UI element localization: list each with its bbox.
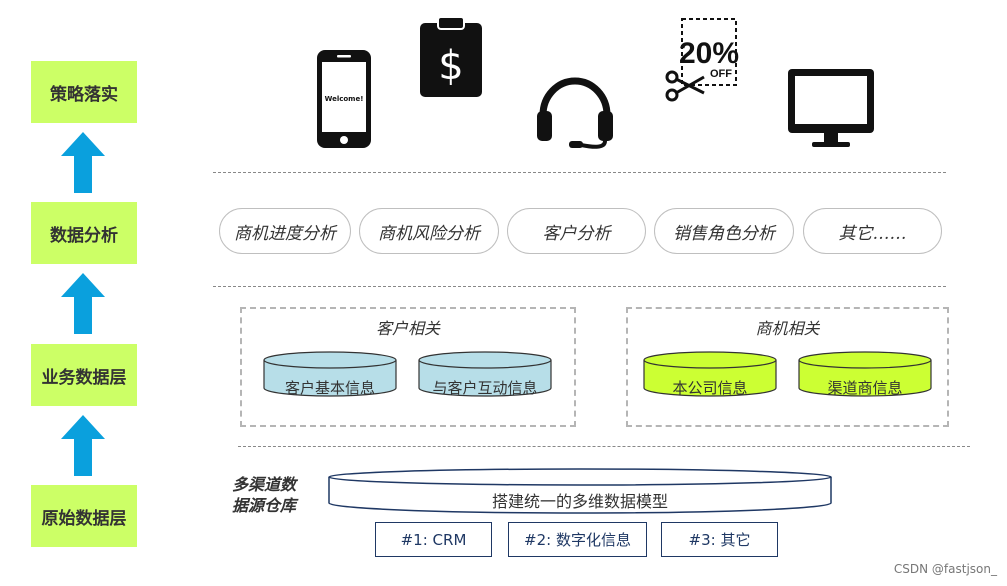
up-arrow-icon bbox=[61, 132, 105, 193]
divider bbox=[238, 446, 970, 447]
analysis-other: 其它…… bbox=[803, 208, 942, 254]
customer-basic-info-cylinder: 客户基本信息 bbox=[263, 351, 397, 397]
analysis-customer: 客户分析 bbox=[507, 208, 646, 254]
layer-strategy: 策略落实 bbox=[31, 61, 137, 123]
analysis-opportunity-progress: 商机进度分析 bbox=[219, 208, 351, 254]
cylinder-label: 渠道商信息 bbox=[827, 379, 903, 397]
source-crm: #1: CRM bbox=[375, 522, 492, 557]
layer-analysis: 数据分析 bbox=[31, 202, 137, 264]
analysis-sales-role: 销售角色分析 bbox=[654, 208, 794, 254]
headset-icon bbox=[537, 77, 613, 149]
divider bbox=[213, 286, 946, 287]
clipboard-dollar-icon: $ bbox=[420, 16, 482, 97]
svg-text:$: $ bbox=[438, 43, 463, 89]
phone-screen-text: Welcome! bbox=[325, 95, 364, 103]
watermark: CSDN @fastjson_ bbox=[893, 562, 997, 576]
smartphone-icon: Welcome! bbox=[317, 50, 371, 148]
opportunity-data-group: 商机相关 本公司信息 渠道商信息 bbox=[626, 307, 949, 427]
opportunity-group-title: 商机相关 bbox=[755, 319, 820, 338]
monitor-icon bbox=[788, 69, 874, 147]
up-arrow-icon bbox=[61, 273, 105, 334]
analysis-opportunity-risk: 商机风险分析 bbox=[359, 208, 499, 254]
company-info-cylinder: 本公司信息 bbox=[643, 351, 777, 397]
cylinder-label: 本公司信息 bbox=[672, 379, 748, 397]
cylinder-label: 与客户互动信息 bbox=[432, 379, 538, 397]
cylinder-label: 客户基本信息 bbox=[284, 379, 375, 397]
divider bbox=[213, 172, 946, 173]
source-other: #3: 其它 bbox=[661, 522, 778, 557]
source-digital-info: #2: 数字化信息 bbox=[508, 522, 647, 557]
customer-group-title: 客户相关 bbox=[375, 319, 440, 338]
unified-data-model-cylinder: 搭建统一的多维数据模型 bbox=[327, 467, 833, 515]
svg-text:OFF: OFF bbox=[710, 68, 732, 80]
layer-raw-data: 原始数据层 bbox=[31, 485, 137, 547]
layer-business-data: 业务数据层 bbox=[31, 344, 137, 406]
channel-partner-info-cylinder: 渠道商信息 bbox=[798, 351, 932, 397]
svg-text:20%: 20% bbox=[679, 37, 739, 70]
coupon-scissors-icon: 20% OFF bbox=[665, 18, 739, 102]
customer-data-group: 客户相关 客户基本信息 与客户互动信息 bbox=[240, 307, 576, 427]
warehouse-label: 多渠道数 据源仓库 bbox=[232, 475, 297, 515]
customer-interaction-info-cylinder: 与客户互动信息 bbox=[418, 351, 552, 397]
model-label: 搭建统一的多维数据模型 bbox=[491, 492, 668, 511]
up-arrow-icon bbox=[61, 415, 105, 476]
